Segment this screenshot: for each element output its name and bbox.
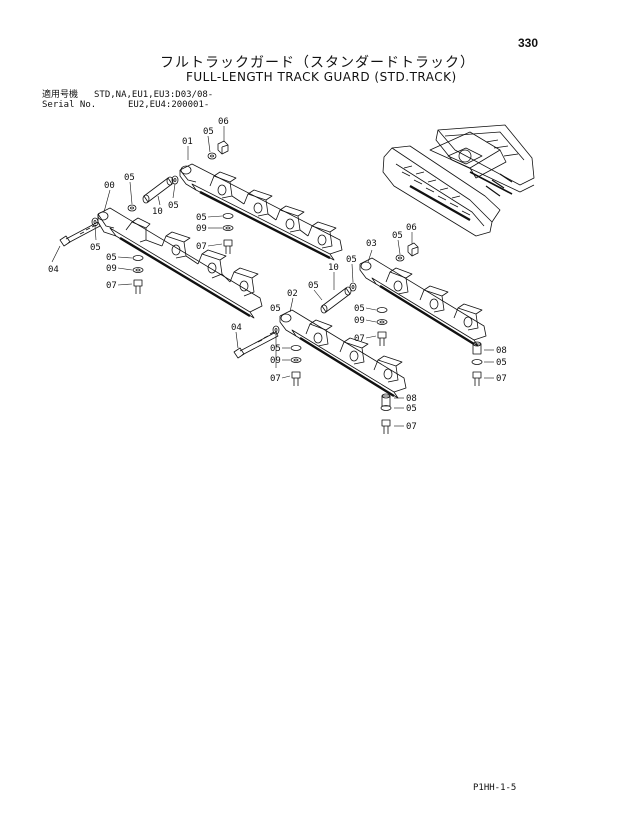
serial-value-1: STD,NA,EU1,EU3:D03/08- xyxy=(94,90,214,100)
track-guard-03 xyxy=(359,257,487,347)
callout-09: 09 xyxy=(106,264,117,274)
callout-00: 00 xyxy=(104,181,115,191)
callout-02: 02 xyxy=(287,289,298,299)
serial-label-jp: 適用号機 xyxy=(42,90,79,100)
washers-and-nuts xyxy=(91,140,419,335)
callout-04: 04 xyxy=(48,265,59,275)
callout-09: 09 xyxy=(270,356,281,366)
callout-05: 05 xyxy=(124,173,135,183)
callout-labels: 01 05 06 05 00 10 05 05 05 09 07 05 09 0… xyxy=(48,117,507,432)
callout-05: 05 xyxy=(392,231,403,241)
callout-05: 05 xyxy=(406,404,417,414)
footer-code: P1HH-1-5 xyxy=(473,783,517,793)
serial-value-2: EU2,EU4:200001- xyxy=(128,100,210,110)
callout-05: 05 xyxy=(90,243,101,253)
callout-05: 05 xyxy=(203,127,214,137)
bolt-stacks xyxy=(132,213,483,434)
callout-10: 10 xyxy=(152,207,163,217)
callout-08: 08 xyxy=(496,346,507,356)
callout-07: 07 xyxy=(354,334,365,344)
serial-line-1: 適用号機 STD,NA,EU1,EU3:D03/08- xyxy=(42,90,213,100)
callout-05: 05 xyxy=(354,304,365,314)
track-guard-02 xyxy=(279,309,407,399)
leader-lines xyxy=(51,126,494,427)
callout-05: 05 xyxy=(196,213,207,223)
serial-label-en: Serial No. xyxy=(42,100,97,110)
callout-04: 04 xyxy=(231,323,242,333)
callout-05: 05 xyxy=(496,358,507,368)
undercarriage-overview-illustration xyxy=(382,124,535,237)
title-english: FULL-LENGTH TRACK GUARD (STD.TRACK) xyxy=(186,70,457,84)
callout-06: 06 xyxy=(218,117,229,127)
serial-line-2: Serial No. EU2,EU4:200001- xyxy=(42,100,209,110)
callout-07: 07 xyxy=(496,374,507,384)
callout-07: 07 xyxy=(196,242,207,252)
callout-05: 05 xyxy=(308,281,319,291)
callout-09: 09 xyxy=(196,224,207,234)
callout-10: 10 xyxy=(328,263,339,273)
callout-06: 06 xyxy=(406,223,417,233)
title-japanese: フルトラックガード（スタンダードトラック） xyxy=(160,55,475,71)
page-number: 330 xyxy=(518,36,539,50)
callout-07: 07 xyxy=(270,374,281,384)
callout-05: 05 xyxy=(270,304,281,314)
pin-10-right xyxy=(320,286,352,314)
guard-00-lugs xyxy=(125,217,259,297)
callout-09: 09 xyxy=(354,316,365,326)
callout-07: 07 xyxy=(406,422,417,432)
callout-05: 05 xyxy=(346,255,357,265)
callout-05: 05 xyxy=(168,201,179,211)
callout-01: 01 xyxy=(182,137,193,147)
pin-10-left xyxy=(142,176,174,204)
bolt-04-left xyxy=(59,221,101,247)
callout-07: 07 xyxy=(106,281,117,291)
track-guard-00 xyxy=(97,207,263,319)
callout-05: 05 xyxy=(270,344,281,354)
callout-03: 03 xyxy=(366,239,377,249)
callout-05: 05 xyxy=(106,253,117,263)
track-guard-01 xyxy=(179,163,343,261)
callout-08: 08 xyxy=(406,394,417,404)
